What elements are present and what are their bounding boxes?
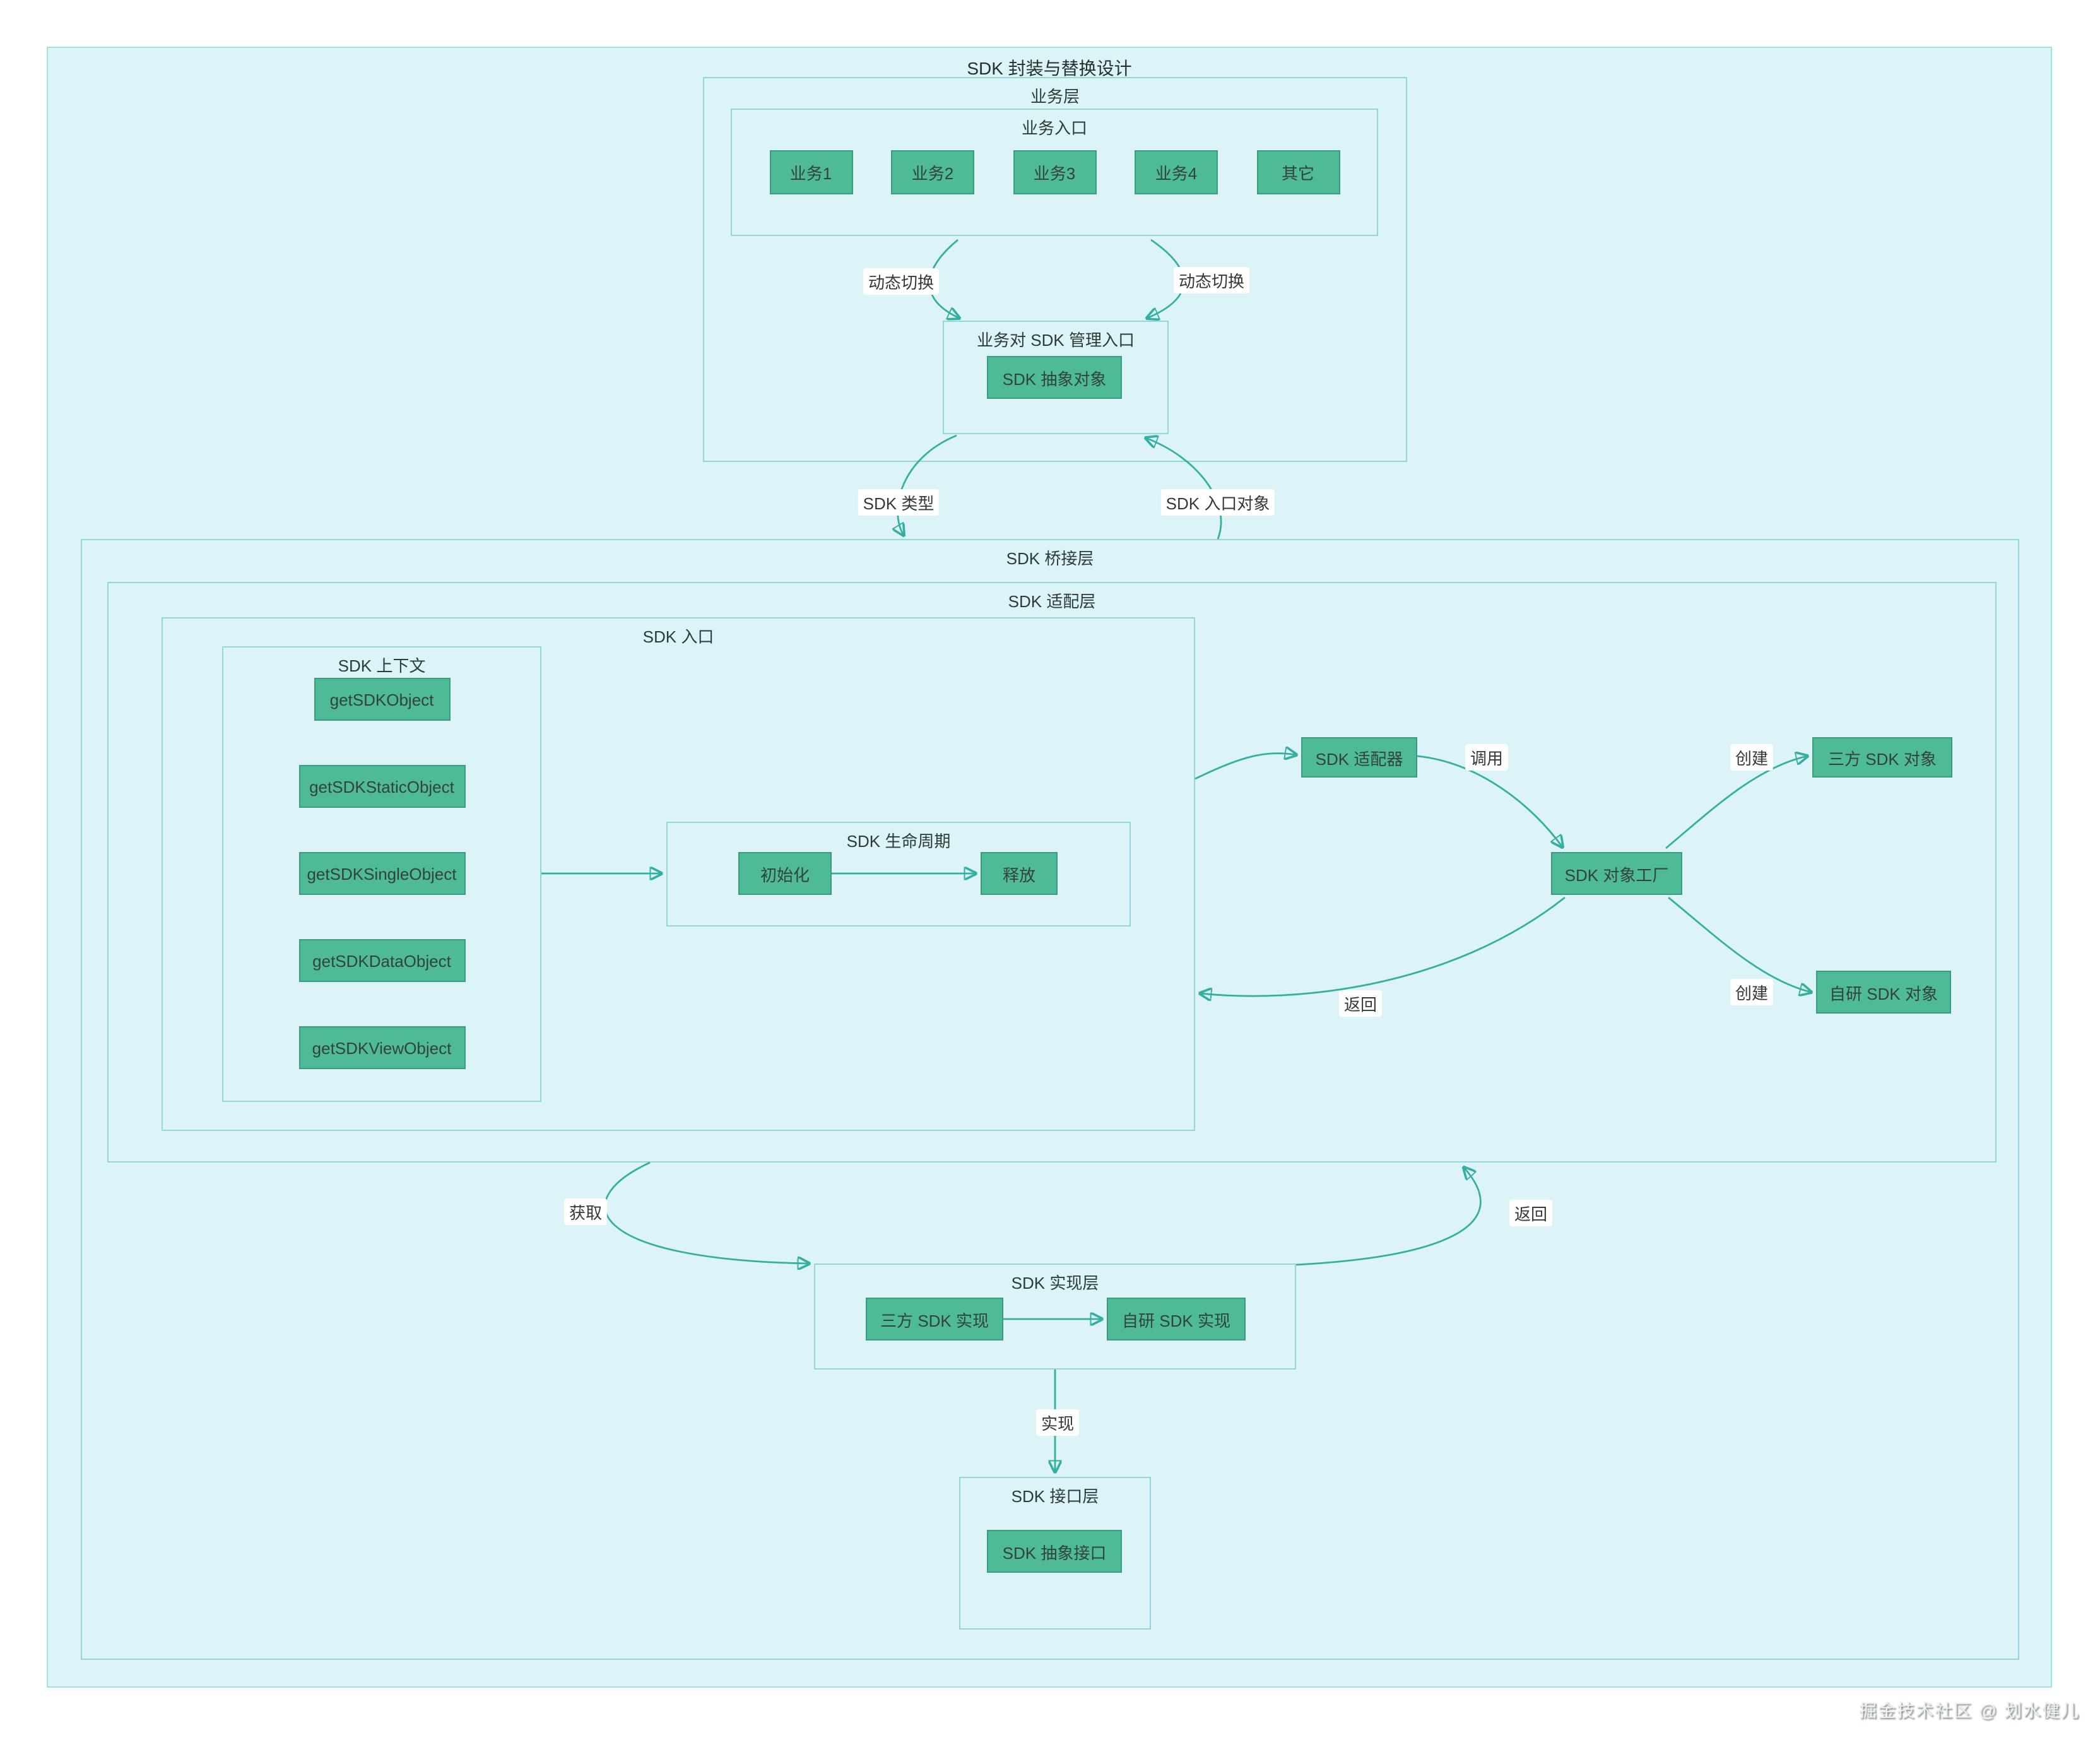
lifecycle-init-node: 初始化 — [738, 852, 832, 895]
label-return-right: 返回 — [1509, 1200, 1553, 1226]
get-sdk-view-object-node: getSDKViewObject — [298, 1026, 465, 1069]
label-return-mid: 返回 — [1338, 990, 1383, 1017]
sdk-lifecycle-title: SDK 生命周期 — [846, 832, 951, 851]
sdk-abstract-interface-node: SDK 抽象接口 — [987, 1530, 1122, 1573]
lifecycle-release-node: 释放 — [981, 852, 1058, 895]
business-items-row: 业务1 业务2 业务3 业务4 其它 — [731, 150, 1378, 194]
label-fetch: 获取 — [563, 1199, 608, 1225]
label-implement: 实现 — [1035, 1409, 1080, 1436]
sdk-adapter-layer-title: SDK 适配层 — [1008, 592, 1096, 611]
business-node-1: 业务1 — [769, 150, 852, 194]
sdk-abstract-object-node: SDK 抽象对象 — [987, 356, 1122, 399]
get-sdk-static-object-node: getSDKStaticObject — [298, 765, 465, 808]
label-dynamic-switch-left: 动态切换 — [863, 268, 940, 295]
label-call: 调用 — [1465, 744, 1509, 771]
third-party-sdk-object-node: 三方 SDK 对象 — [1812, 737, 1952, 778]
sdk-lifecycle-panel: SDK 生命周期 — [666, 822, 1131, 926]
label-sdk-entry-object: SDK 入口对象 — [1160, 489, 1275, 516]
sdk-object-factory-node: SDK 对象工厂 — [1551, 852, 1682, 895]
label-create-bottom: 创建 — [1730, 979, 1774, 1005]
get-sdk-data-object-node: getSDKDataObject — [298, 939, 465, 982]
business-node-2: 业务2 — [891, 150, 974, 194]
third-party-sdk-impl-node: 三方 SDK 实现 — [866, 1298, 1003, 1341]
self-developed-sdk-object-node: 自研 SDK 对象 — [1816, 971, 1951, 1014]
get-sdk-object-node: getSDKObject — [314, 678, 450, 721]
sdk-context-items: getSDKObject getSDKStaticObject getSDKSi… — [222, 646, 541, 1102]
business-node-other: 其它 — [1256, 150, 1340, 194]
label-create-top: 创建 — [1730, 744, 1774, 771]
business-node-3: 业务3 — [1013, 150, 1096, 194]
sdk-mgmt-entry-title: 业务对 SDK 管理入口 — [977, 331, 1135, 350]
get-sdk-single-object-node: getSDKSingleObject — [298, 852, 465, 895]
sdk-interface-layer-title: SDK 接口层 — [1011, 1487, 1099, 1506]
page-title: SDK 封装与替换设计 — [967, 58, 1132, 78]
sdk-impl-layer-title: SDK 实现层 — [1011, 1274, 1099, 1293]
business-entry-title: 业务入口 — [1021, 119, 1087, 138]
sdk-adapter-node: SDK 适配器 — [1301, 737, 1417, 778]
watermark: 掘金技术社区 @ 划水健儿 — [1859, 1700, 2080, 1720]
label-dynamic-switch-right: 动态切换 — [1173, 267, 1250, 293]
business-layer-title: 业务层 — [1030, 87, 1080, 106]
self-developed-sdk-impl-node: 自研 SDK 实现 — [1107, 1298, 1246, 1341]
business-node-4: 业务4 — [1135, 150, 1218, 194]
sdk-bridge-layer-title: SDK 桥接层 — [1006, 549, 1094, 568]
sdk-entry-title: SDK 入口 — [642, 627, 714, 646]
label-sdk-type: SDK 类型 — [858, 489, 940, 516]
